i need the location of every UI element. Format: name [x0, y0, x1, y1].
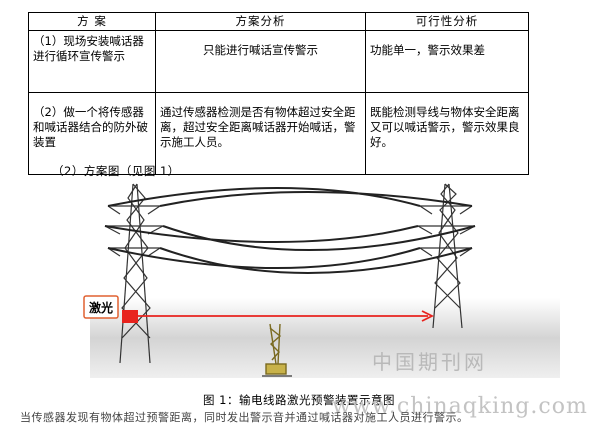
row2-analysis: 通过传感器检测是否有物体超过安全距离，超过安全距离喊话器开始喊话，警示施工人员。: [155, 92, 366, 175]
table-row: （1）现场安装喊话器进行循环宣传警示 只能进行喊话宣传警示 功能单一，警示效果差: [28, 30, 529, 93]
laser-arrow-head: [421, 310, 435, 322]
watermark-url: www.chinaqking.com: [332, 394, 588, 419]
body-text-cutoff: 当传感器发现有物体超过预警距离，同时发出警示音并通过喊话器对施工人员进行警示。: [20, 411, 469, 424]
header-scheme: 方 案: [28, 12, 156, 31]
figure-caption: 图 1：输电线路激光预警装置示意图: [203, 393, 395, 407]
row1-analysis: 只能进行喊话宣传警示: [155, 30, 366, 93]
section-caption: （2）方案图（见图 1）: [52, 164, 180, 178]
scheme-table: 方 案 方案分析 可行性分析 （1）现场安装喊话器进行循环宣传警示 只能进行喊话…: [28, 12, 529, 175]
row1-feasibility: 功能单一，警示效果差: [365, 30, 529, 93]
laser-warning-diagram: 激光: [83, 183, 560, 378]
watermark-cn: 中国期刊网: [372, 350, 487, 374]
header-analysis: 方案分析: [155, 12, 366, 31]
laser-emitter: [122, 310, 138, 323]
power-lines: [104, 187, 476, 274]
laser-label-box: [83, 295, 119, 319]
header-feasibility: 可行性分析: [365, 12, 529, 31]
table-row: （2）做一个将传感器和喊话器结合的防外破装置 通过传感器检测是否有物体超过安全距…: [28, 92, 529, 175]
crane-icon: [262, 323, 292, 377]
laser-label: 激光: [89, 300, 113, 315]
left-tower: [104, 183, 164, 364]
ground-shadow: [90, 298, 560, 378]
table-header-row: 方 案 方案分析 可行性分析: [28, 12, 529, 31]
row2-scheme: （2）做一个将传感器和喊话器结合的防外破装置: [28, 92, 156, 175]
row1-scheme: （1）现场安装喊话器进行循环宣传警示: [28, 30, 156, 93]
row2-feasibility: 既能检测导线与物体安全距离又可以喊话警示，警示效果良好。: [365, 92, 529, 175]
